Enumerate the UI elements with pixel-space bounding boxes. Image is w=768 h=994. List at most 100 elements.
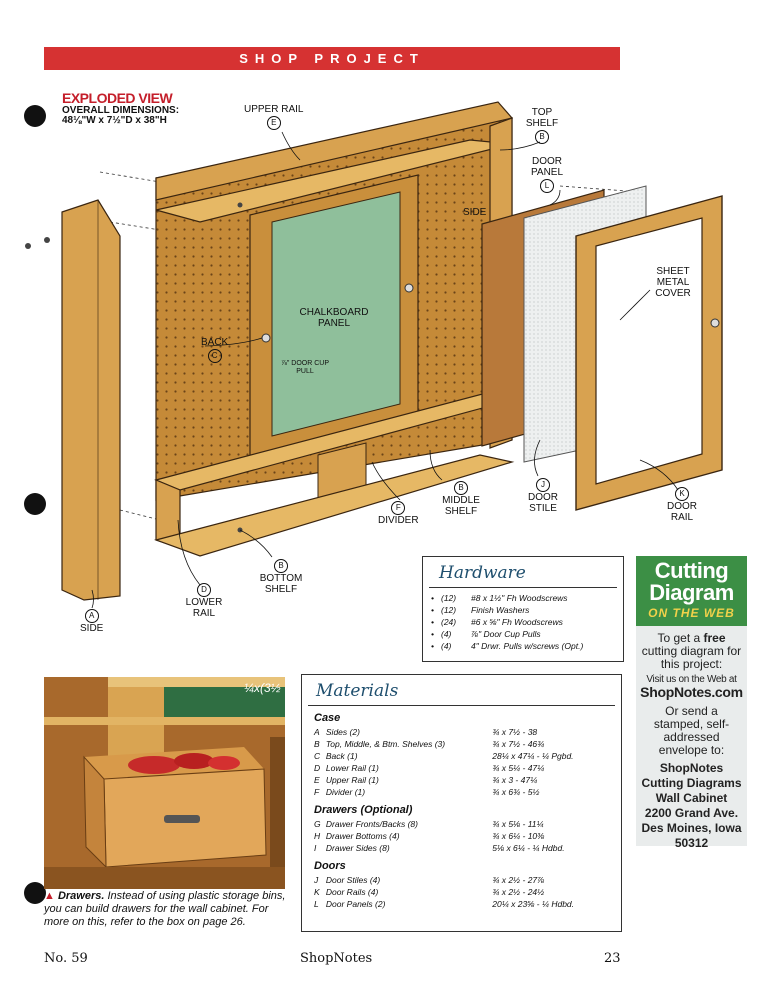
label-divider: F DIVIDER [378, 500, 419, 526]
hardware-qty: (12) [441, 605, 457, 615]
part-name: Door Rails (4) [325, 887, 379, 897]
part-letter: A [314, 727, 320, 737]
binder-hole-bottom [24, 882, 46, 904]
or-send-text: Or send a stamped, self-addressed envelo… [653, 704, 730, 757]
address-line: 50312 [674, 836, 709, 850]
part-dimension: ¾ x 2½ - 24½ [492, 887, 545, 897]
get-free-line: To get a free [640, 632, 743, 645]
label-cup-pull: ⅞" DOOR CUP PULL [281, 360, 329, 375]
label-door-rail: K DOOR RAIL [664, 486, 700, 523]
hardware-box: Hardware •(12)#8 x 1½" Fh Woodscrews •(1… [422, 556, 624, 662]
label-side-text: SIDE [80, 623, 104, 634]
cutting-diagram-box: Cutting Diagram ON THE WEB To get a free… [636, 556, 747, 850]
label-bottom-shelf-text: BOTTOM SHELF [259, 573, 303, 595]
exploded-view-title-block: EXPLODED VIEW OVERALL DIMENSIONS: 48⅛"W … [62, 91, 179, 127]
part-dimension: ¾ x 6¼ - 10⅜ [492, 831, 545, 841]
label-door-rail-letter: K [675, 487, 689, 501]
part-letter: L [314, 899, 319, 909]
label-side-letter: A [84, 609, 99, 623]
door-opening [595, 217, 703, 485]
cutting-diagram-body: To get a free cutting diagram for this p… [636, 626, 747, 851]
address-line: 2200 Grand Ave. [644, 806, 739, 820]
label-sheet-metal-cover: SHEET METAL COVER [655, 266, 691, 299]
materials-section-title: Drawers (Optional) [314, 804, 413, 816]
part-name: Upper Rail (1) [325, 775, 379, 785]
part-letter: H [314, 831, 321, 841]
binder-hole-top [24, 105, 46, 127]
part-letter: I [314, 843, 317, 853]
hardware-item: •(4)⅞" Door Cup Pulls [431, 629, 541, 639]
hardware-desc: 4" Drwr. Pulls w/screws (Opt.) [471, 641, 584, 651]
screws [25, 202, 243, 533]
part-letter: J [314, 875, 319, 885]
part-name: Sides (2) [325, 727, 360, 737]
on-the-web-label: ON THE WEB [648, 606, 735, 620]
label-middle-shelf: B MIDDLE SHELF [436, 480, 486, 517]
address-line: Wall Cabinet [655, 791, 728, 805]
drawer-caption: ▲ Drawers. Instead of using plastic stor… [44, 890, 288, 929]
label-top-shelf-letter: B [535, 130, 549, 144]
part-dimension: ¾ x 2½ - 27⅞ [492, 875, 545, 885]
label-middle-shelf-text: MIDDLE SHELF [442, 495, 480, 517]
free-text: free [703, 631, 726, 645]
footer-issue: No. 59 [44, 951, 88, 966]
hardware-qty: (4) [441, 629, 452, 639]
part-name: Door Panels (2) [325, 899, 386, 909]
caption-lead: Drawers. [57, 890, 105, 902]
part-dimension: 28¼ x 47¼ - ¼ Pgbd. [492, 751, 574, 761]
materials-section-title: Doors [314, 860, 346, 872]
part-dimension: ¾ x 7½ - 38 [492, 727, 538, 737]
part-name: Drawer Fronts/Backs (8) [325, 819, 418, 829]
label-lower-rail: D LOWER RAIL [182, 582, 226, 619]
mailing-address: ShopNotes Cutting Diagrams Wall Cabinet … [640, 761, 743, 851]
hardware-desc: Finish Washers [471, 605, 530, 615]
caption-text: Instead of using plastic storage bins, y… [44, 890, 286, 928]
label-upper-rail: UPPER RAIL E [244, 104, 303, 130]
get-a-text: To get a [657, 631, 701, 645]
label-bottom-shelf-letter: B [274, 559, 288, 573]
hardware-title: Hardware [429, 557, 617, 588]
label-upper-rail-letter: E [266, 116, 281, 130]
hardware-list: •(12)#8 x 1½" Fh Woodscrews •(12)Finish … [423, 592, 623, 652]
label-bottom-shelf: B BOTTOM SHELF [254, 558, 308, 595]
part-dimension: ¾ x 3 - 47¼ [492, 775, 538, 785]
cutting-diagram-title: Cutting Diagram [649, 558, 734, 605]
label-side-inner: SIDE [463, 207, 487, 218]
shopnotes-url-link[interactable]: ShopNotes.com [640, 684, 743, 700]
part-letter: D [314, 763, 321, 773]
part-dimension: ¾ x 6¾ - 5½ [492, 787, 540, 797]
label-door-rail-text: DOOR RAIL [667, 501, 697, 523]
photo-chalk-note: ¼x(3½ [244, 681, 281, 695]
drawer-photo-art [44, 677, 285, 889]
address-line: Des Moines, Iowa [641, 821, 742, 835]
part-dimension: ¾ x 7½ - 46¾ [492, 739, 545, 749]
label-door-panel-text: DOOR PANEL [530, 156, 564, 178]
materials-title: Materials [308, 675, 615, 706]
materials-row: A Sides (2) ¾ x 7½ - 38 [314, 726, 621, 738]
label-door-panel: DOOR PANEL L [526, 156, 568, 193]
binder-hole-middle [24, 493, 46, 515]
hardware-desc: ⅞" Door Cup Pulls [471, 629, 541, 639]
footer-page-number: 23 [604, 951, 621, 966]
materials-row: E Upper Rail (1) ¾ x 3 - 47¼ [314, 774, 621, 786]
cutting-diagram-header: Cutting Diagram ON THE WEB [636, 556, 747, 626]
label-door-stile-text: DOOR STILE [528, 492, 558, 514]
exploded-view-title: EXPLODED VIEW [62, 90, 173, 106]
part-letter: E [314, 775, 320, 785]
part-letter: K [314, 887, 320, 897]
materials-row: K Door Rails (4) ¾ x 2½ - 24½ [314, 886, 621, 898]
label-back-letter: C [207, 349, 222, 363]
footer-magazine: ShopNotes [300, 951, 373, 966]
cup-pull-right [404, 283, 414, 293]
label-lower-rail-text: LOWER RAIL [185, 597, 223, 619]
label-back: BACK C [201, 337, 228, 363]
label-side: A SIDE [80, 608, 103, 634]
